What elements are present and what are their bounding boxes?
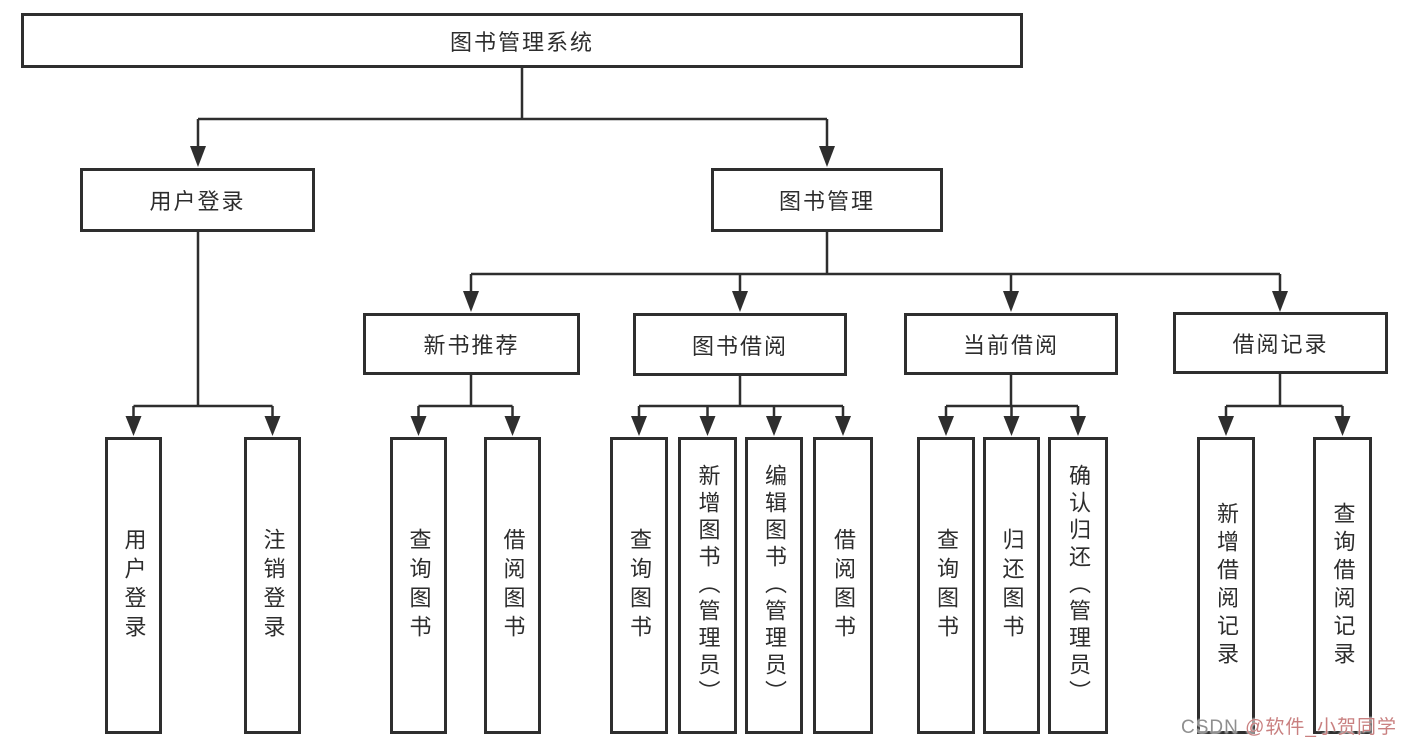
node-label: 查询图书 bbox=[934, 527, 959, 644]
csdn-watermark: CSDN @软件_小贺同学 bbox=[1181, 712, 1397, 739]
node-borrow-records: 借阅记录 bbox=[1173, 312, 1388, 374]
node-label: 查询借阅记录 bbox=[1330, 501, 1356, 670]
node-label: 当前借阅 bbox=[962, 333, 1059, 358]
node-leaf-br-query-record: 查询借阅记录 bbox=[1313, 437, 1372, 734]
node-label: 归还图书 bbox=[999, 527, 1025, 644]
node-leaf-nb-borrow-books: 借阅图书 bbox=[484, 437, 541, 734]
watermark-handle: @软件_小贺同学 bbox=[1245, 717, 1397, 738]
node-user-login: 用户登录 bbox=[80, 168, 315, 232]
node-label: 查询图书 bbox=[627, 527, 652, 644]
node-label: 借阅记录 bbox=[1232, 332, 1329, 357]
node-current-borrow: 当前借阅 bbox=[904, 313, 1118, 375]
node-label: 确认归还（管理员） bbox=[1066, 464, 1091, 707]
watermark-prefix: CSDN bbox=[1181, 717, 1246, 738]
node-leaf-cb-return-books: 归还图书 bbox=[983, 437, 1040, 734]
node-leaf-nb-query-books: 查询图书 bbox=[390, 437, 447, 734]
node-label: 图书借阅 bbox=[691, 333, 788, 359]
node-leaf-bb-borrow-books: 借阅图书 bbox=[813, 437, 873, 734]
node-leaf-user-login: 用户登录 bbox=[105, 437, 162, 734]
node-label: 图书管理系统 bbox=[449, 29, 594, 55]
node-leaf-bb-query-books: 查询图书 bbox=[610, 437, 668, 734]
node-label: 注销登录 bbox=[260, 527, 286, 644]
node-label: 用户登录 bbox=[149, 189, 246, 214]
node-label: 新增借阅记录 bbox=[1214, 501, 1239, 670]
node-book-management: 图书管理 bbox=[711, 168, 943, 232]
node-leaf-logout-login: 注销登录 bbox=[244, 437, 301, 734]
node-label: 图书管理 bbox=[778, 189, 875, 214]
node-book-management-system: 图书管理系统 bbox=[21, 13, 1023, 68]
node-new-book-recommend: 新书推荐 bbox=[363, 313, 580, 375]
node-leaf-bb-add-books-admin: 新增图书（管理员） bbox=[678, 437, 737, 734]
node-label: 新增图书（管理员） bbox=[695, 464, 721, 707]
node-leaf-cb-confirm-return-admin: 确认归还（管理员） bbox=[1048, 437, 1108, 734]
node-label: 查询图书 bbox=[406, 527, 432, 644]
node-label: 借阅图书 bbox=[500, 527, 526, 644]
node-label: 新书推荐 bbox=[423, 333, 520, 358]
node-book-borrow: 图书借阅 bbox=[633, 313, 847, 376]
node-leaf-bb-edit-books-admin: 编辑图书（管理员） bbox=[745, 437, 803, 734]
node-label: 编辑图书（管理员） bbox=[762, 464, 787, 707]
node-label: 用户登录 bbox=[121, 527, 147, 644]
node-label: 借阅图书 bbox=[831, 527, 856, 644]
node-leaf-cb-query-books: 查询图书 bbox=[917, 437, 975, 734]
node-leaf-br-add-record: 新增借阅记录 bbox=[1197, 437, 1255, 734]
